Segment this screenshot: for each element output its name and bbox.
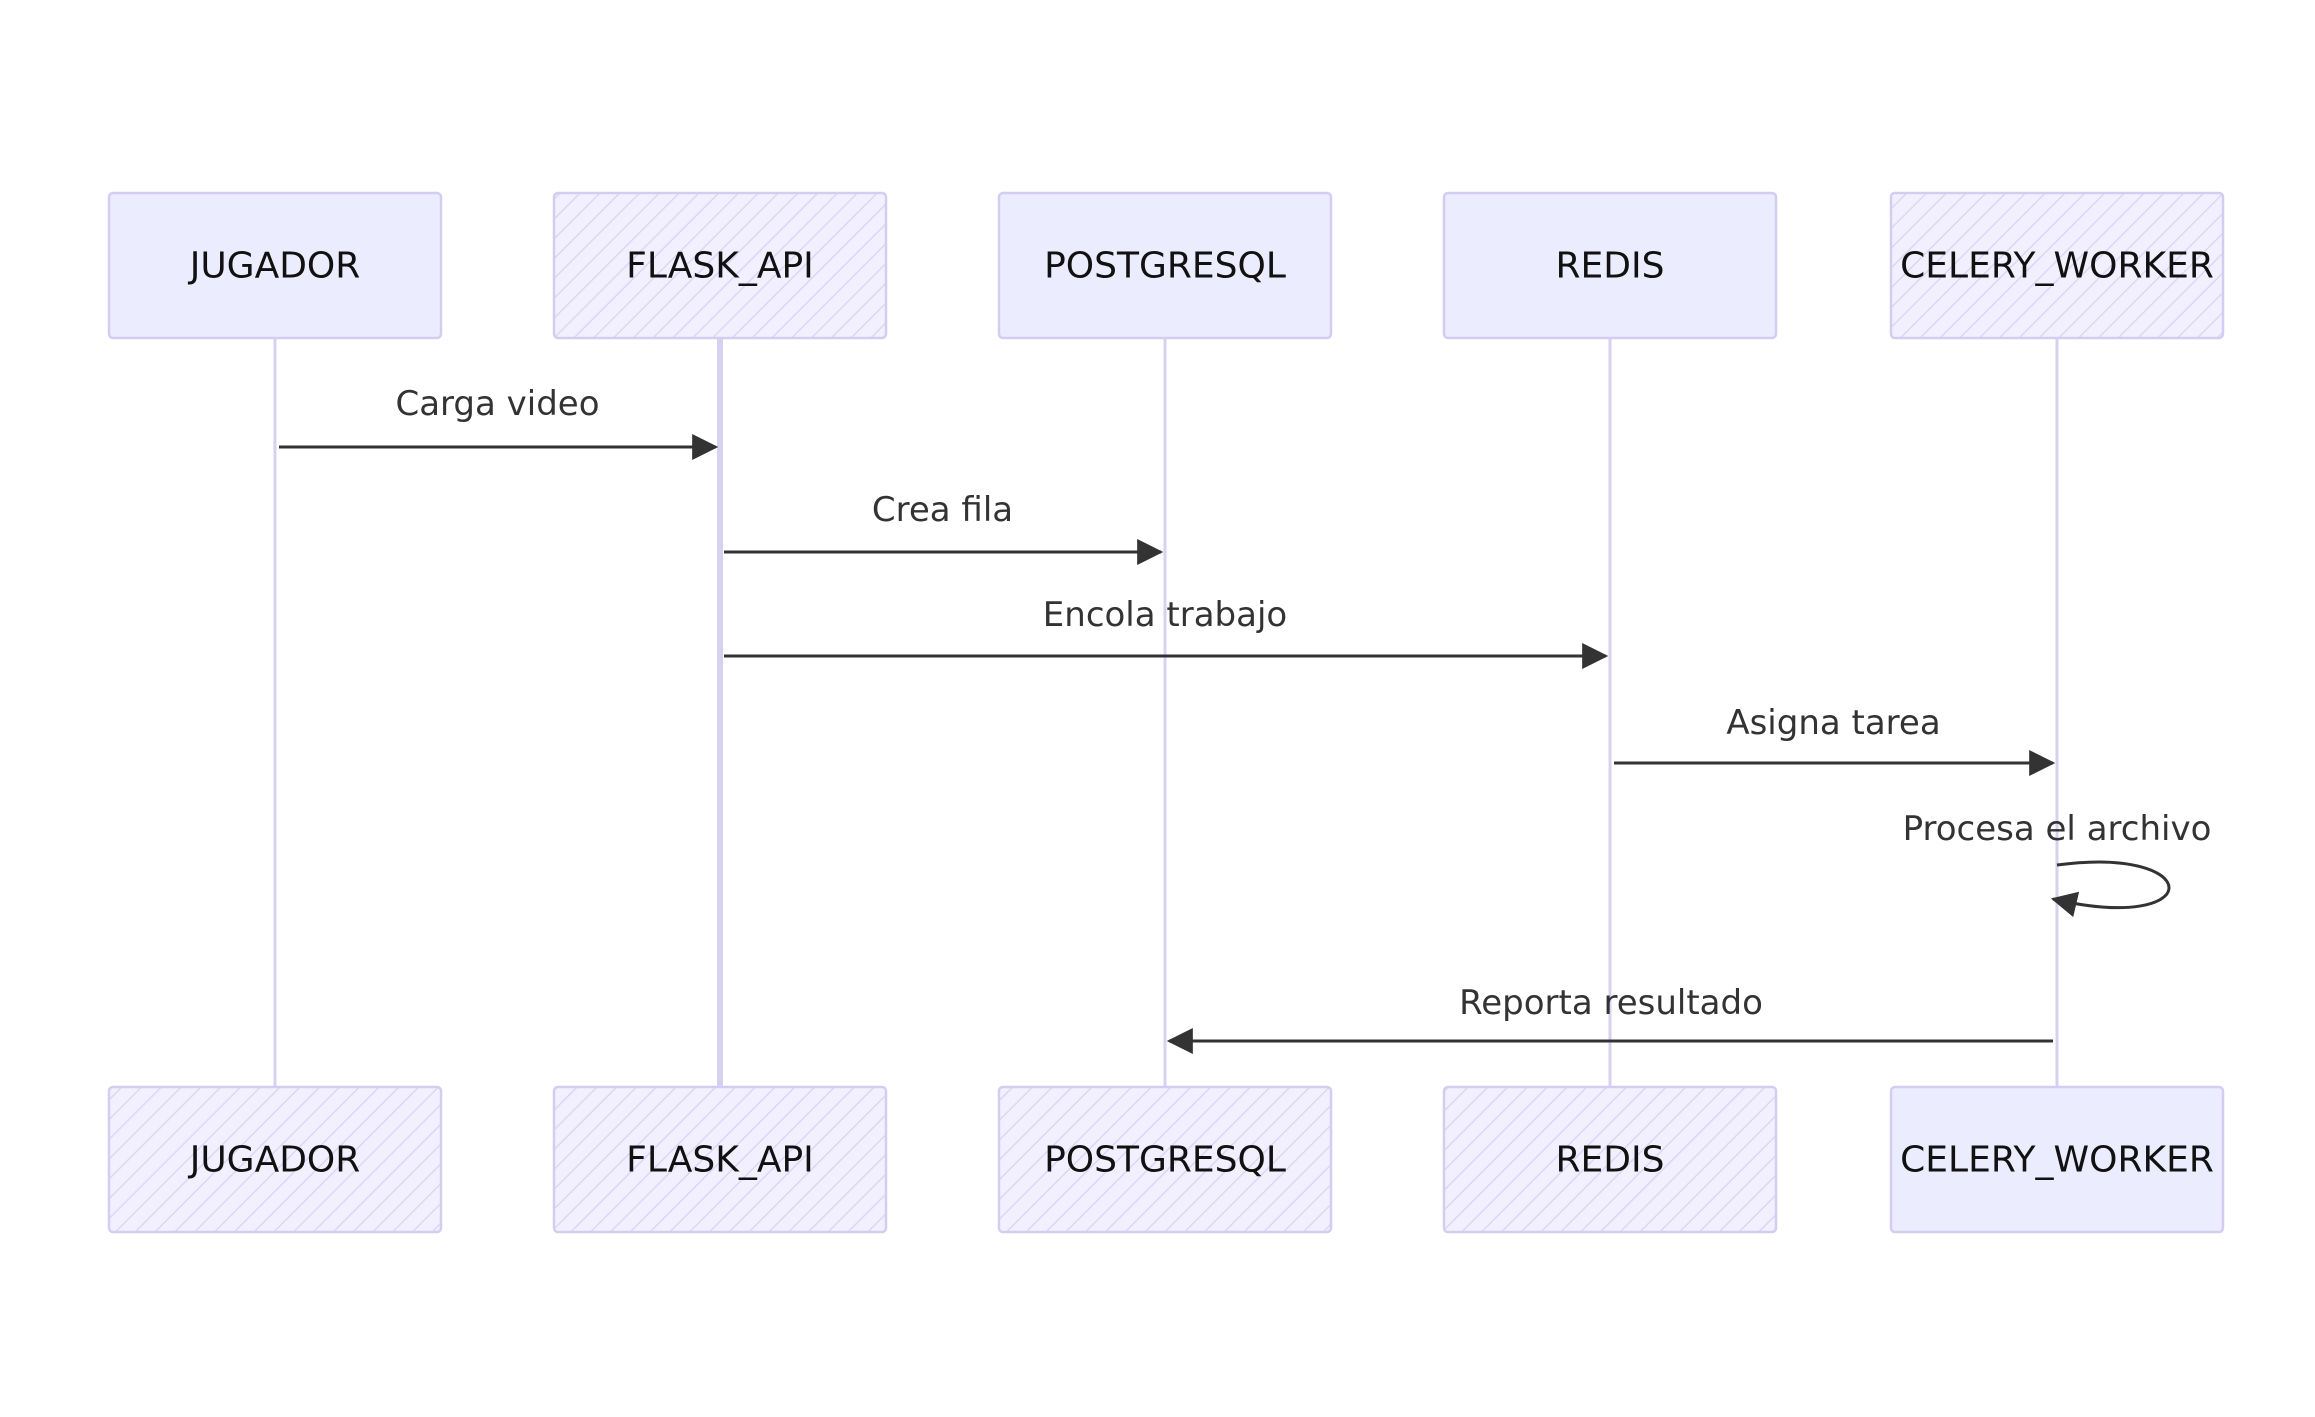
actor-box — [107, 191, 443, 340]
message-label: Reporta resultado — [1459, 983, 1763, 1023]
actor-box — [1442, 191, 1778, 340]
actor-label: JUGADOR — [188, 246, 361, 287]
message-2: Crea fila — [724, 490, 1164, 565]
actor-top-flask_api: FLASK_API — [552, 191, 888, 340]
actor-label: FLASK_API — [626, 246, 814, 287]
lifelines — [273, 338, 2059, 1087]
message-5: Procesa el archivo — [1903, 809, 2212, 918]
actor-bottom-celery_worker: CELERY_WORKER — [1889, 1085, 2225, 1234]
self-loop-arrow — [2050, 860, 2171, 918]
actor-top-jugador: JUGADOR — [107, 191, 443, 340]
actor-label: POSTGRESQL — [1044, 246, 1286, 287]
actor-label: REDIS — [1556, 1140, 1665, 1181]
message-label: Carga video — [395, 384, 599, 424]
actor-bottom-postgresql: POSTGRESQL — [997, 1085, 1333, 1234]
actors-bottom: JUGADOR FLASK_API POSTGRESQL REDIS CELERY_WO… — [107, 1085, 2225, 1234]
message-6: Reporta resultado — [1166, 983, 2053, 1054]
message-label: Procesa el archivo — [1903, 809, 2212, 849]
actor-label: CELERY_WORKER — [1900, 1140, 2214, 1181]
message-label: Crea fila — [872, 490, 1013, 530]
actor-label: REDIS — [1556, 246, 1665, 287]
actor-top-redis: REDIS — [1442, 191, 1778, 340]
actor-label: POSTGRESQL — [1044, 1140, 1286, 1181]
actor-box — [552, 191, 888, 340]
actor-bottom-flask_api: FLASK_API — [552, 1085, 888, 1234]
message-3: Encola trabajo — [724, 595, 1609, 669]
actor-label: CELERY_WORKER — [1900, 246, 2214, 287]
actor-label: FLASK_API — [626, 1140, 814, 1181]
actor-label: JUGADOR — [188, 1140, 361, 1181]
actor-top-postgresql: POSTGRESQL — [997, 191, 1333, 340]
actor-top-celery_worker: CELERY_WORKER — [1889, 191, 2225, 340]
message-label: Encola trabajo — [1043, 595, 1287, 635]
actor-box — [1442, 1085, 1778, 1234]
actor-box — [1889, 1085, 2225, 1234]
message-label: Asigna tarea — [1726, 703, 1940, 743]
actor-box — [107, 1085, 443, 1234]
actor-box — [552, 1085, 888, 1234]
actor-bottom-jugador: JUGADOR — [107, 1085, 443, 1234]
actor-bottom-redis: REDIS — [1442, 1085, 1778, 1234]
actors-top: JUGADOR FLASK_API POSTGRESQL REDIS CELERY_WO… — [107, 191, 2225, 340]
actor-box — [997, 1085, 1333, 1234]
message-4: Asigna tarea — [1614, 703, 2056, 776]
actor-box — [1889, 191, 2225, 340]
actor-box — [997, 191, 1333, 340]
message-1: Carga video — [279, 384, 719, 460]
